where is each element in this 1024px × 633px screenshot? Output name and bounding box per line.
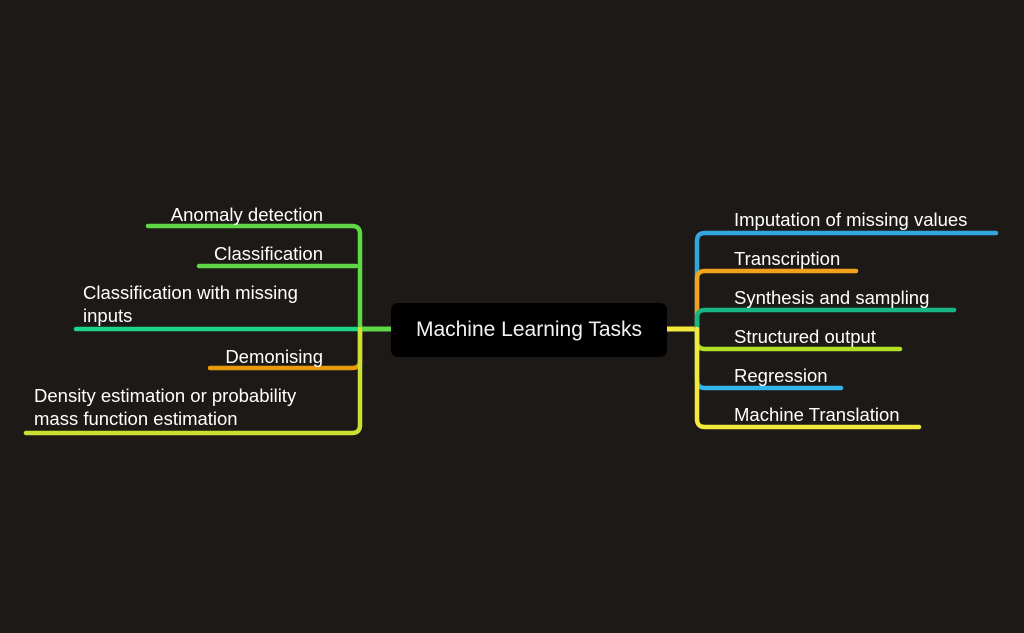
topic-density-estimation[interactable]: Density estimation or probability mass f… (34, 384, 296, 430)
topic-line: inputs (83, 305, 133, 326)
topic-synthesis-sampling[interactable]: Synthesis and sampling (734, 287, 930, 308)
topic-demonising[interactable]: Demonising (225, 346, 323, 367)
topic-anomaly-detection[interactable]: Anomaly detection (170, 204, 323, 225)
branch-transcription (694, 268, 859, 332)
topic-imputation[interactable]: Imputation of missing values (734, 209, 968, 230)
topic-classification-missing-inputs[interactable]: Classification with missing inputs (83, 281, 298, 327)
topic-structured-output[interactable]: Structured output (734, 326, 876, 347)
branch-density-estimation (23, 326, 363, 436)
central-topic[interactable]: Machine Learning Tasks (391, 303, 667, 357)
topic-machine-translation[interactable]: Machine Translation (734, 404, 900, 425)
branch-imputation (694, 230, 999, 332)
topic-classification[interactable]: Classification (214, 243, 323, 264)
topic-line: Classification with missing (83, 282, 298, 303)
topic-line: Density estimation or probability (34, 385, 297, 406)
topic-regression[interactable]: Regression (734, 365, 828, 386)
branch-anomaly-detection (145, 223, 363, 332)
topic-line: mass function estimation (34, 408, 238, 429)
topic-transcription[interactable]: Transcription (734, 248, 841, 269)
branch-machine-translation (694, 326, 922, 430)
branch-synthesis-sampling (694, 307, 957, 332)
